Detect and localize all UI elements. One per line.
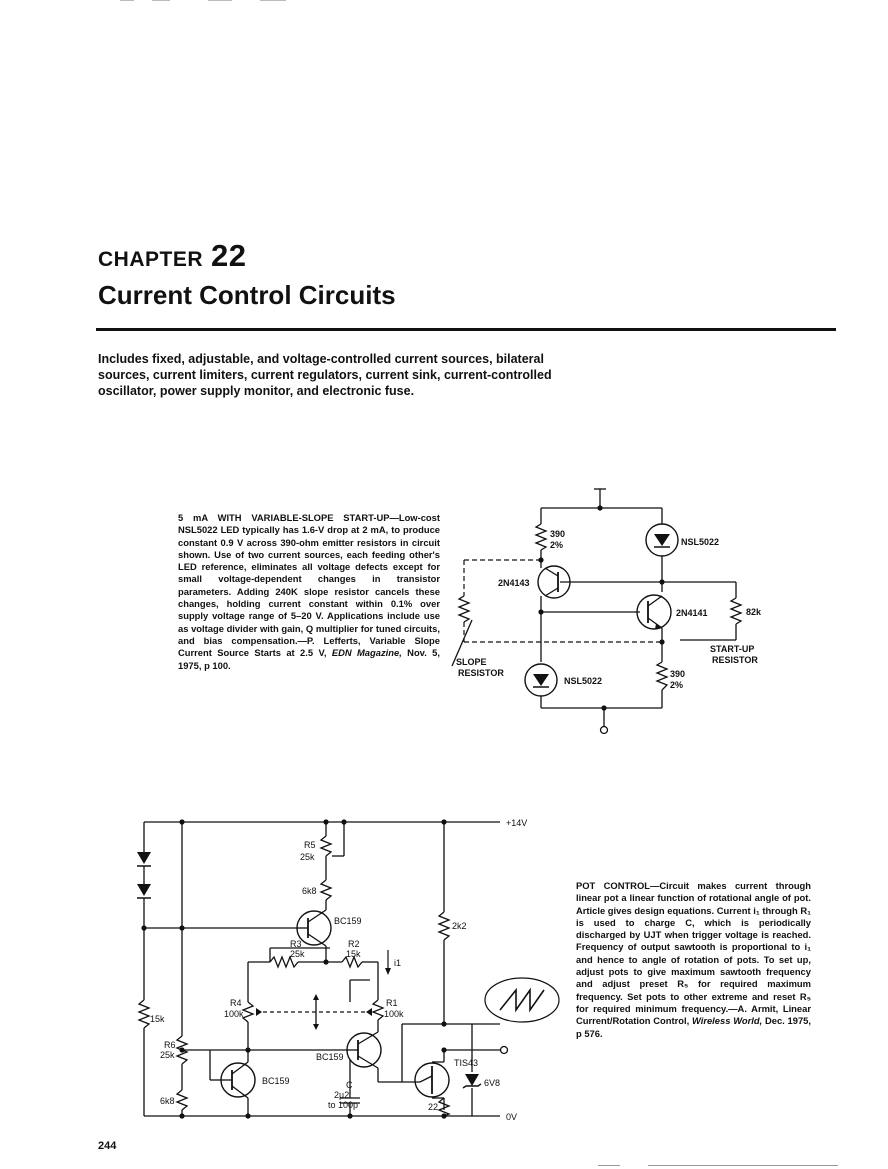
c2-label-q-mid: BC159 — [316, 1052, 344, 1062]
c1-label-r-startup: 82k — [746, 607, 762, 617]
chapter-title: Current Control Circuits — [98, 280, 396, 310]
circuit1-caption-source: EDN Magazine, — [331, 647, 402, 659]
c2-label-r4: R4 — [230, 998, 242, 1008]
title-rule — [96, 328, 836, 331]
c1-label-slope-2: RESISTOR — [458, 668, 504, 678]
c1-label-led-top: NSL5022 — [681, 537, 719, 547]
c1-label-r-top-tol: 2% — [550, 540, 563, 550]
circuit1-caption-body: 5 mA WITH VARIABLE-SLOPE START-UP—Low-co… — [178, 512, 440, 659]
c2-label-ground: 0V — [506, 1112, 517, 1122]
chapter-intro: Includes fixed, adjustable, and voltage-… — [98, 352, 552, 398]
c2-label-r3: R3 — [290, 939, 302, 949]
c2-label-q-bot: BC159 — [262, 1076, 290, 1086]
chapter-label: CHAPTER — [98, 248, 204, 271]
page-number: 244 — [98, 1140, 117, 1152]
circuit2-caption: POT CONTROL—Circuit makes current throug… — [576, 880, 811, 1040]
c2-label-r2-val: 15k — [346, 949, 361, 959]
c1-label-q-mid: 2N4141 — [676, 608, 708, 618]
circuit1-caption-tail: Nov. 5, 1975, p 100. — [178, 647, 440, 671]
c2-label-supply: +14V — [506, 818, 527, 828]
c2-label-r6: R6 — [164, 1040, 176, 1050]
scan-mark — [120, 0, 134, 1]
c1-label-startup-2: RESISTOR — [712, 655, 758, 665]
c2-label-cap-val-1: 2µ2 — [334, 1090, 349, 1100]
c2-label-6k8-top: 6k8 — [302, 886, 317, 896]
c2-label-r2: R2 — [348, 939, 360, 949]
c2-label-6k8-bot: 6k8 — [160, 1096, 175, 1106]
c2-label-i1: i1 — [394, 958, 401, 968]
c2-label-r3-val: 25k — [290, 949, 305, 959]
c2-label-r6-val: 25k — [160, 1050, 175, 1060]
c2-label-r5: R5 — [304, 840, 316, 850]
c1-label-r-bot-tol: 2% — [670, 680, 683, 690]
c2-label-r1: R1 — [386, 998, 398, 1008]
chapter-number: 22 — [211, 238, 247, 273]
circuit1-caption: 5 mA WITH VARIABLE-SLOPE START-UP—Low-co… — [178, 512, 440, 672]
c2-label-r22: 22 — [428, 1102, 438, 1112]
c1-label-r-top-value: 390 — [550, 529, 565, 539]
c1-label-startup-1: START-UP — [710, 644, 754, 654]
circuit2-caption-source: Wireless World, — [691, 1015, 763, 1027]
scan-mark — [208, 0, 232, 1]
circuit2-caption-tail: Dec. 1975, p 576. — [576, 1015, 812, 1039]
c2-label-r4-val: 100k — [224, 1009, 244, 1019]
c2-label-cap: C — [346, 1080, 353, 1090]
c2-label-r5-val: 25k — [300, 852, 315, 862]
c2-label-ujt: TIS43 — [454, 1058, 478, 1068]
scan-mark — [152, 0, 170, 1]
c2-label-2k2: 2k2 — [452, 921, 467, 931]
circuit2-caption-body: POT CONTROL—Circuit makes current throug… — [576, 880, 811, 1027]
c2-label-15k: 15k — [150, 1014, 165, 1024]
c2-label-zener: 6V8 — [484, 1078, 500, 1088]
scan-mark — [648, 1165, 838, 1166]
chapter-heading: CHAPTER 22 — [98, 238, 247, 274]
c2-label-q-top: BC159 — [334, 916, 362, 926]
c1-label-r-bot-value: 390 — [670, 669, 685, 679]
c1-label-q-top: 2N4143 — [498, 578, 530, 588]
scan-mark — [260, 0, 286, 1]
c2-label-r1-val: 100k — [384, 1009, 404, 1019]
scan-mark — [598, 1165, 620, 1166]
c2-label-cap-val-2: to 100p — [328, 1100, 358, 1110]
c1-label-led-bottom: NSL5022 — [564, 676, 602, 686]
c1-label-slope-1: SLOPE — [456, 657, 487, 667]
